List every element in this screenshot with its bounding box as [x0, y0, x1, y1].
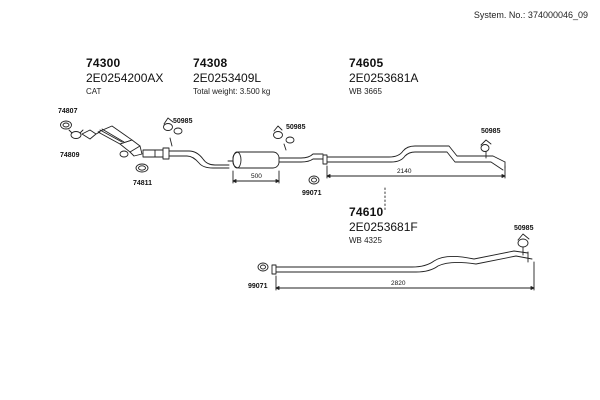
dimension-500-label: 500	[251, 173, 262, 180]
hanger-50985-a-icon	[163, 117, 183, 147]
label-50985-a: 50985	[173, 118, 193, 125]
system-number: System. No.: 374000046_09	[473, 10, 588, 20]
clamp-99071-b-icon	[257, 262, 269, 272]
gasket-74807-icon	[60, 120, 72, 130]
hanger-50985-d-icon	[517, 233, 530, 256]
tail-pipe-74610-icon	[271, 250, 533, 275]
dimension-2820-label: 2820	[391, 280, 406, 287]
tail-pipe-74605-icon	[322, 145, 506, 171]
part-note-74605: WB 3665	[349, 87, 382, 96]
middle-pipe-icon	[142, 147, 230, 169]
hanger-50985-c-icon	[480, 139, 492, 159]
label-74811: 74811	[133, 180, 153, 187]
label-50985-c: 50985	[481, 128, 501, 135]
dimension-2820-line	[275, 261, 535, 291]
label-50985-d: 50985	[514, 225, 534, 232]
part-code-74610: 2E0253681F	[349, 220, 418, 234]
label-74807: 74807	[58, 108, 78, 115]
hanger-50985-b-icon	[273, 125, 295, 151]
part-code-74300: 2E0254200AX	[86, 71, 164, 85]
part-number-74300: 74300	[86, 56, 121, 70]
dimension-2140-label: 2140	[397, 168, 412, 175]
dimension-2140-line	[326, 165, 506, 179]
clamp-99071-a-icon	[308, 175, 320, 185]
part-number-74308: 74308	[193, 56, 228, 70]
silencer-icon	[227, 151, 324, 169]
dimension-500-line	[232, 170, 280, 184]
part-number-74605: 74605	[349, 56, 384, 70]
label-99071-a: 99071	[302, 190, 322, 197]
label-99071-b: 99071	[248, 283, 268, 290]
part-note-74308: Total weight: 3.500 kg	[193, 87, 271, 96]
clamp-74809-icon	[68, 129, 84, 139]
part-note-74610: WB 4325	[349, 236, 382, 245]
part-number-74610: 74610	[349, 205, 384, 219]
label-50985-b: 50985	[286, 124, 306, 131]
part-code-74308: 2E0253409L	[193, 71, 262, 85]
part-note-74300: CAT	[86, 87, 102, 96]
label-74809: 74809	[60, 152, 80, 159]
part-code-74605: 2E0253681A	[349, 71, 419, 85]
clamp-74811-icon	[135, 163, 149, 173]
catalytic-converter-icon	[81, 125, 143, 158]
